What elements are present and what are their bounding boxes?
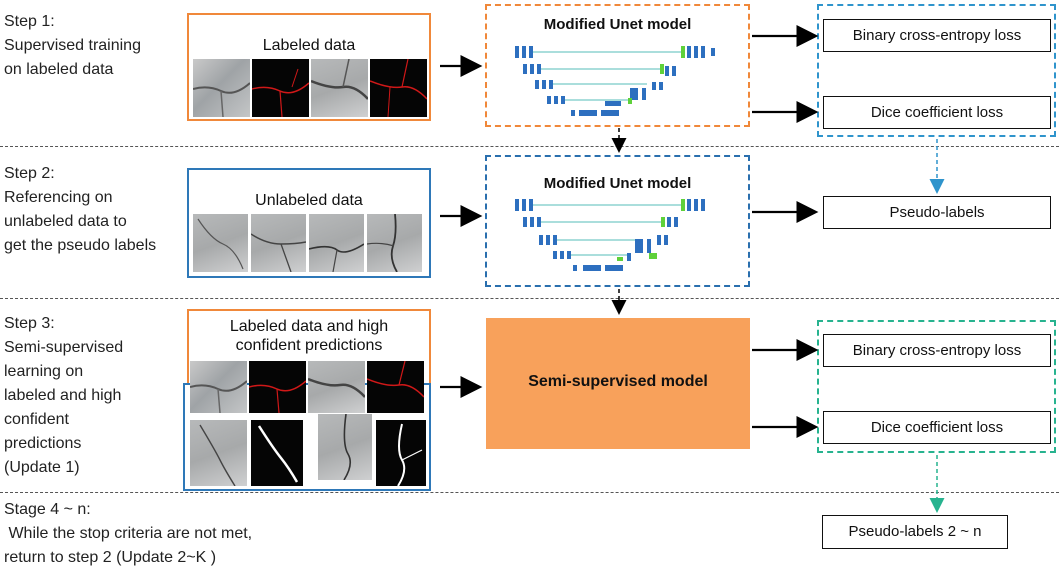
modified-unet-model-box-step1: Modified Unet model bbox=[485, 4, 750, 127]
crack-line bbox=[311, 59, 368, 100]
dice-coefficient-loss-box: Dice coefficient loss bbox=[823, 96, 1051, 129]
labeled-and-confident-panel-top: Labeled data and high confident predicti… bbox=[187, 309, 431, 387]
crack-line bbox=[308, 377, 365, 398]
crack-line bbox=[309, 243, 364, 272]
crack-image-thumbnail bbox=[308, 361, 365, 413]
step1-line: Step 1: bbox=[4, 13, 55, 30]
step3-line: Step 3: bbox=[4, 315, 55, 332]
section-divider bbox=[0, 146, 1059, 147]
crack-line bbox=[251, 233, 306, 272]
crack-line bbox=[199, 424, 236, 486]
prediction-image-thumbnail bbox=[190, 420, 247, 486]
combined-data-title: Labeled data and high confident predicti… bbox=[189, 317, 429, 355]
step3-line: Semi-supervised bbox=[4, 339, 124, 356]
step4-line: While the stop criteria are not met, bbox=[4, 525, 253, 542]
step3-line: predictions bbox=[4, 435, 82, 452]
crack-mask-line bbox=[367, 361, 424, 398]
combined-data-title-line: confident predictions bbox=[235, 337, 383, 354]
section-divider bbox=[0, 298, 1059, 299]
step3-line: confident bbox=[4, 411, 69, 428]
labeled-data-panel: Labeled data bbox=[187, 13, 431, 121]
step4-line: return to step 2 (Update 2~K ) bbox=[4, 549, 217, 566]
step4-description: Stage 4 ~ n: While the stop criteria are… bbox=[4, 498, 252, 570]
step1-line: Supervised training bbox=[4, 37, 141, 54]
dice-coefficient-loss-box: Dice coefficient loss bbox=[823, 411, 1051, 444]
step2-description: Step 2: Referencing on unlabeled data to… bbox=[4, 162, 156, 258]
crack-mask-line bbox=[370, 59, 427, 117]
step2-line: get the pseudo labels bbox=[4, 237, 157, 254]
crack-line bbox=[190, 380, 247, 413]
prediction-mask-thumbnail bbox=[376, 420, 426, 486]
modified-unet-model-box-step2: Modified Unet model bbox=[485, 155, 750, 287]
binary-cross-entropy-loss-box: Binary cross-entropy loss bbox=[823, 19, 1051, 52]
crack-line bbox=[343, 414, 352, 480]
crack-line bbox=[197, 218, 244, 270]
semi-supervised-model-title: Semi-supervised model bbox=[528, 373, 708, 390]
step3-line: (Update 1) bbox=[4, 459, 80, 476]
section-divider bbox=[0, 492, 1059, 493]
unet-architecture-diagram bbox=[515, 199, 705, 271]
unlabeled-image-thumbnail bbox=[251, 214, 306, 272]
unlabeled-data-title: Unlabeled data bbox=[255, 192, 363, 209]
unlabeled-image-thumbnail bbox=[367, 214, 422, 272]
step3-line: learning on bbox=[4, 363, 84, 380]
step1-description: Step 1: Supervised training on labeled d… bbox=[4, 10, 141, 82]
prediction-mask-thumbnail bbox=[251, 420, 303, 486]
step2-line: Step 2: bbox=[4, 165, 55, 182]
pseudo-labels-2-n-box: Pseudo-labels 2 ~ n bbox=[822, 515, 1008, 549]
crack-mask-thumbnail bbox=[367, 361, 424, 413]
step4-line: Stage 4 ~ n: bbox=[4, 501, 91, 518]
step3-description: Step 3: Semi-supervised learning on labe… bbox=[4, 312, 123, 480]
model-title: Modified Unet model bbox=[543, 16, 692, 33]
step3-line: labeled and high bbox=[4, 387, 122, 404]
crack-image-thumbnail bbox=[193, 59, 250, 117]
prediction-mask-line bbox=[257, 425, 299, 483]
step1-line: on labeled data bbox=[4, 61, 114, 78]
pseudo-labels-box: Pseudo-labels bbox=[823, 196, 1051, 229]
crack-line bbox=[193, 82, 250, 117]
crack-line bbox=[367, 214, 398, 272]
prediction-mask-line bbox=[397, 423, 423, 486]
crack-mask-line bbox=[249, 380, 306, 413]
crack-image-thumbnail bbox=[190, 361, 247, 413]
crack-mask-thumbnail bbox=[252, 59, 309, 117]
step2-line: Referencing on bbox=[4, 189, 113, 206]
labeled-data-title: Labeled data bbox=[262, 37, 356, 54]
semi-supervised-model-box: Semi-supervised model bbox=[486, 318, 750, 449]
crack-mask-line bbox=[252, 68, 309, 117]
binary-cross-entropy-loss-box: Binary cross-entropy loss bbox=[823, 334, 1051, 367]
unlabeled-data-panel: Unlabeled data bbox=[187, 168, 431, 278]
unlabeled-image-thumbnail bbox=[309, 214, 364, 272]
crack-mask-thumbnail bbox=[370, 59, 427, 117]
unlabeled-image-thumbnail bbox=[193, 214, 248, 272]
step2-line: unlabeled data to bbox=[4, 213, 127, 230]
model-title: Modified Unet model bbox=[543, 175, 692, 192]
combined-data-title-line: Labeled data and high bbox=[229, 318, 389, 335]
crack-mask-thumbnail bbox=[249, 361, 306, 413]
unet-architecture-diagram bbox=[515, 46, 715, 116]
crack-image-thumbnail bbox=[311, 59, 368, 117]
prediction-image-thumbnail bbox=[318, 414, 372, 480]
